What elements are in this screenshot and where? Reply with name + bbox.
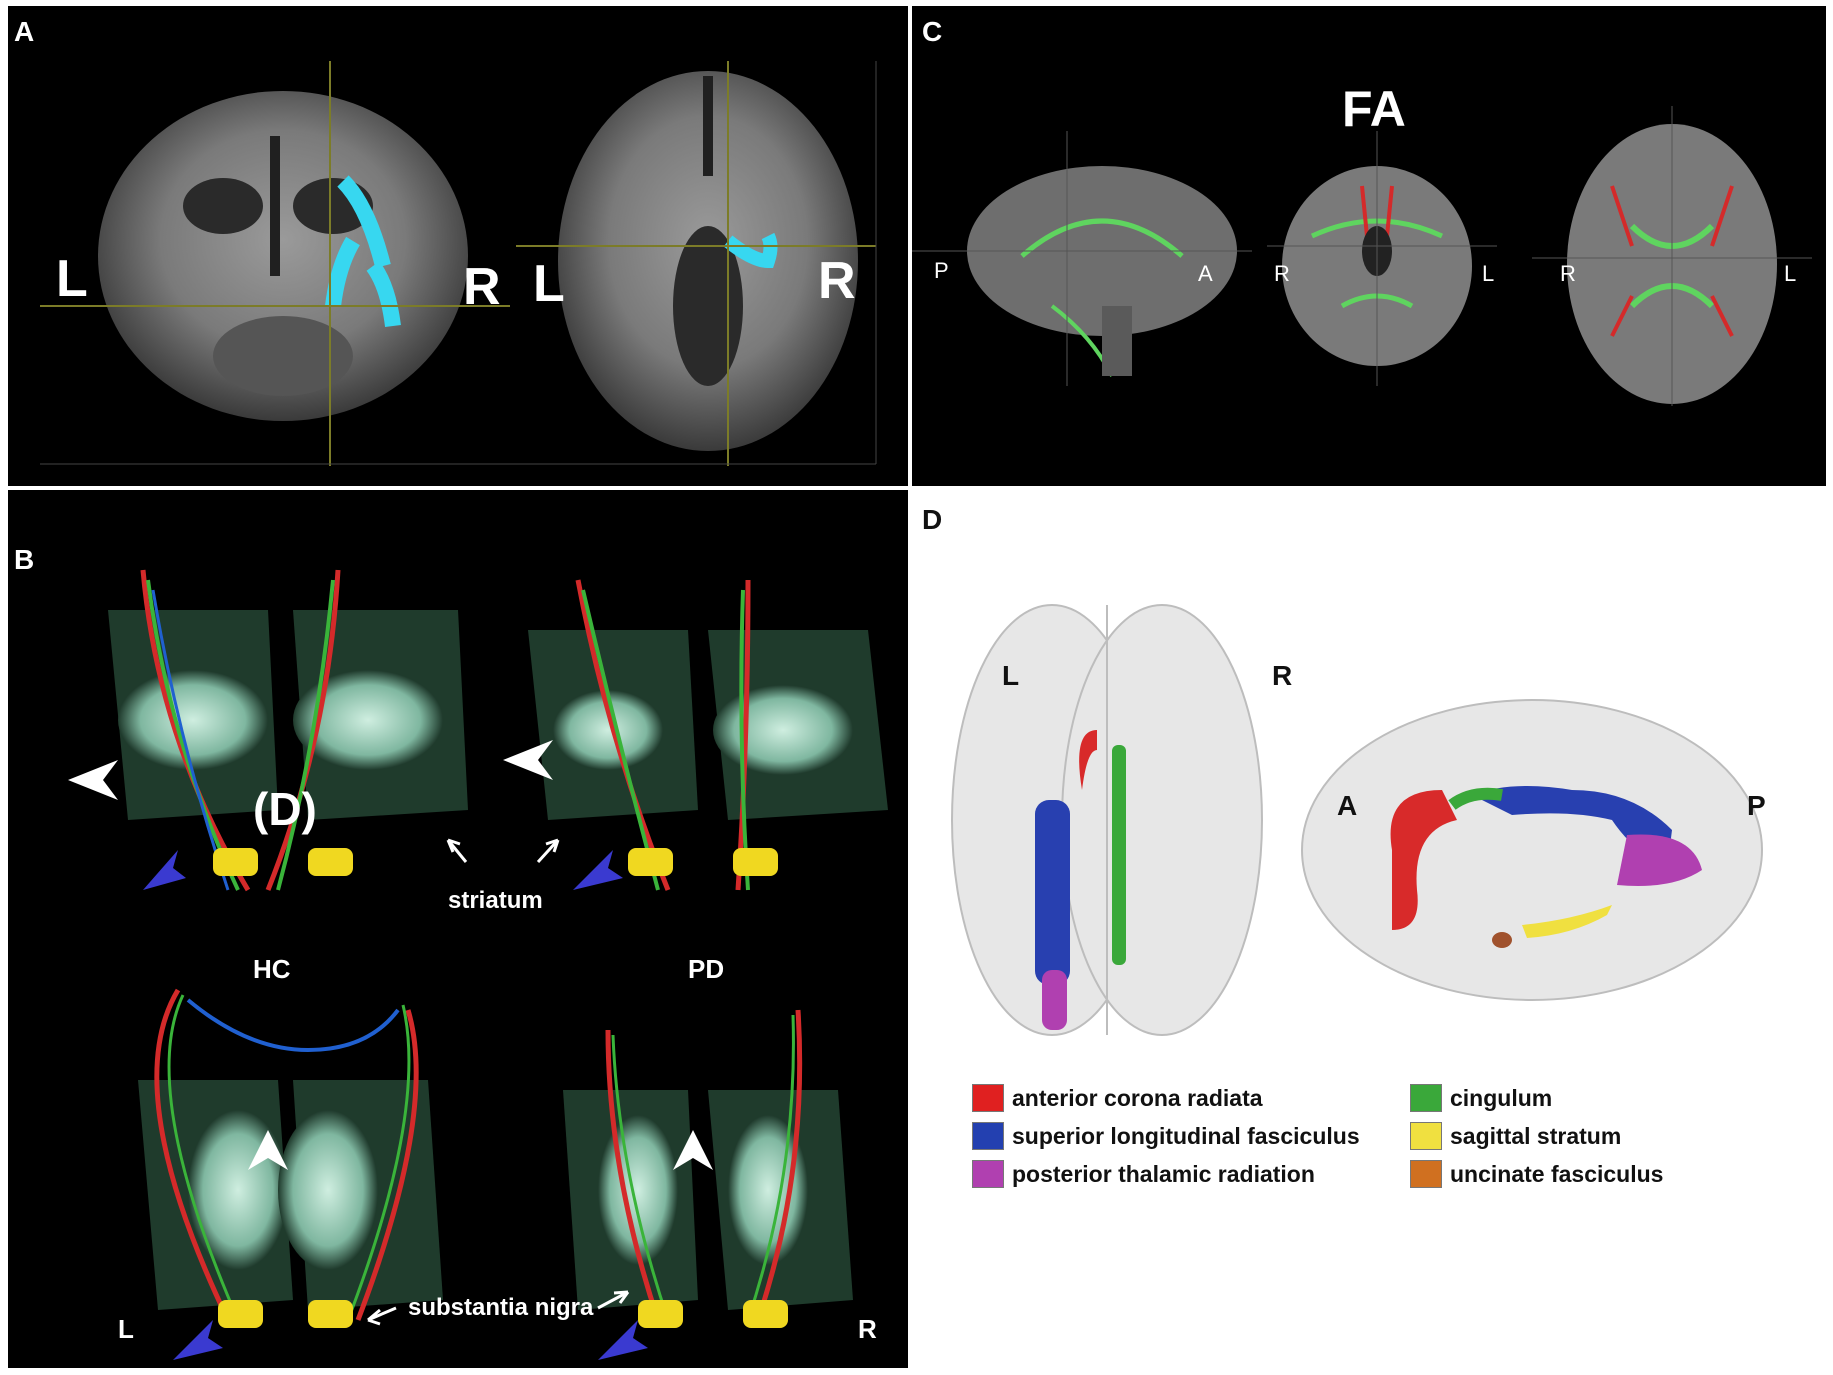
brain-top-view xyxy=(951,604,1263,1036)
white-arrowhead-2 xyxy=(503,740,553,780)
legend-swatch xyxy=(972,1084,1004,1112)
b-group-hc: HC xyxy=(253,954,291,984)
legend-item: uncinate fasciculus xyxy=(1410,1159,1663,1189)
c-ax-right: L xyxy=(1784,261,1796,286)
panel-c: C FA P A R L R xyxy=(912,6,1826,486)
c-cor-right: L xyxy=(1482,261,1494,286)
legend-label: uncinate fasciculus xyxy=(1450,1160,1664,1187)
hc-bottom-view xyxy=(138,988,443,1328)
sagittal-slice xyxy=(967,166,1237,377)
pd-top-view xyxy=(528,579,888,891)
panel-c-label: C xyxy=(922,16,943,47)
legend-swatch xyxy=(1410,1160,1442,1188)
panel-b-image: (D) striatum HC PD xyxy=(68,569,888,1360)
legend-item: anterior corona radiata xyxy=(972,1083,1263,1113)
c-sag-right: A xyxy=(1198,261,1213,286)
brain-side-view xyxy=(1301,699,1763,1001)
cyan-tract-axial xyxy=(723,232,778,269)
panel-b-label: B xyxy=(14,544,35,575)
legend-item: posterior thalamic radiation xyxy=(972,1159,1315,1189)
d-top-right: R xyxy=(1272,660,1292,691)
legend-label: cingulum xyxy=(1450,1084,1553,1111)
a-left-marker-1: L xyxy=(56,250,88,308)
white-arrowhead xyxy=(68,760,118,800)
panel-d-label: D xyxy=(922,504,943,535)
blue-arrowhead xyxy=(143,850,186,890)
white-arrowhead-4 xyxy=(673,1130,713,1170)
legend-label: superior longitudinal fasciculus xyxy=(1012,1122,1360,1149)
blue-arrowhead-3 xyxy=(173,1320,223,1360)
a-right-marker-1: R xyxy=(463,258,501,316)
b-left-marker: L xyxy=(118,1314,134,1344)
c-cor-left: R xyxy=(1274,261,1290,286)
blue-arrowhead-4 xyxy=(598,1320,648,1360)
c-sag-left: P xyxy=(934,258,949,283)
striatum-arrow-1 xyxy=(446,838,468,863)
panel-a-image: L R L R xyxy=(40,61,877,466)
b-right-marker: R xyxy=(858,1314,877,1344)
b-striatum: striatum xyxy=(448,887,543,914)
legend-item: superior longitudinal fasciculus xyxy=(972,1121,1360,1151)
panel-a-label: A xyxy=(14,16,35,47)
legend-swatch xyxy=(1410,1122,1442,1150)
panel-d: D L R A P xyxy=(912,490,1826,1368)
cyan-tract-coronal xyxy=(325,175,401,328)
striatum-arrow-2 xyxy=(536,838,560,864)
blue-arrowhead-2 xyxy=(573,850,623,890)
c-ax-left: R xyxy=(1560,261,1576,286)
b-group-pd: PD xyxy=(688,954,724,984)
white-arrowhead-3 xyxy=(248,1130,288,1170)
b-substantia-nigra: substantia nigra xyxy=(408,1294,594,1321)
legend-item: cingulum xyxy=(1410,1083,1552,1113)
d-side-left: A xyxy=(1337,790,1357,821)
d-side-right: P xyxy=(1747,790,1766,821)
legend-label: posterior thalamic radiation xyxy=(1012,1160,1315,1187)
pd-bottom-view xyxy=(563,1009,853,1328)
panel-b: B (D) xyxy=(8,490,908,1368)
tract-legend: anterior corona radiata superior longitu… xyxy=(972,1083,1772,1193)
legend-swatch xyxy=(972,1122,1004,1150)
legend-label: anterior corona radiata xyxy=(1012,1084,1263,1111)
d-top-left: L xyxy=(1002,660,1019,691)
legend-swatch xyxy=(972,1160,1004,1188)
coronal-slice xyxy=(98,91,468,421)
panel-a: A L R xyxy=(8,6,908,486)
panel-d-image: L R A P xyxy=(951,604,1766,1036)
a-right-marker-2: R xyxy=(818,252,856,310)
a-left-marker-2: L xyxy=(533,255,565,313)
fa-title: FA xyxy=(1342,81,1406,137)
legend-item: sagittal stratum xyxy=(1410,1121,1621,1151)
legend-swatch xyxy=(1410,1084,1442,1112)
b-d-marker: (D) xyxy=(253,783,317,835)
panel-c-image: FA P A R L R L xyxy=(912,81,1812,406)
sn-arrow-1 xyxy=(367,1306,397,1326)
axial-slice xyxy=(558,71,858,451)
legend-label: sagittal stratum xyxy=(1450,1122,1622,1149)
sn-arrow-2 xyxy=(597,1290,630,1310)
hc-top-view xyxy=(108,569,468,892)
